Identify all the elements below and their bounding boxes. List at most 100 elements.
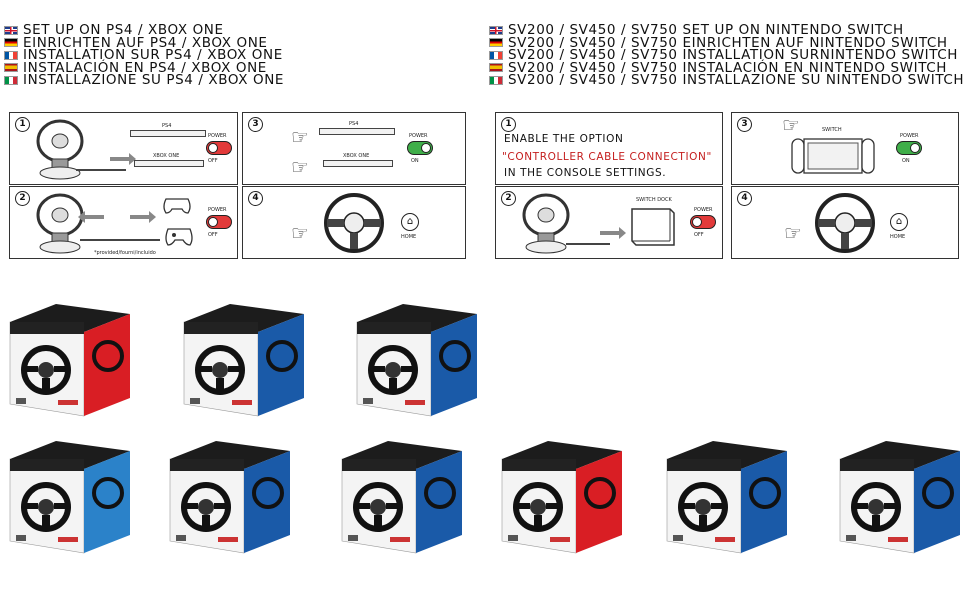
ps-step-4: 4 ☞ ⌂ HOME	[242, 186, 466, 259]
product-box-image	[665, 437, 789, 555]
arrow-left-icon	[78, 211, 104, 223]
xbox-console-icon	[134, 160, 204, 167]
arrow-right-icon	[130, 211, 156, 223]
power-switch-off	[206, 141, 232, 155]
steering-wheel-icon	[324, 193, 384, 253]
switch-knob	[208, 143, 218, 153]
pointing-hand-icon: ☞	[291, 155, 309, 179]
switch-step-1: 1 ENABLE THE OPTION "CONTROLLER CABLE CO…	[495, 112, 723, 185]
step-number: 3	[248, 117, 263, 132]
power-switch-off	[690, 215, 716, 229]
power-state-label: ON	[902, 158, 910, 164]
switch-instruction-line-2: "CONTROLLER CABLE CONNECTION"	[502, 151, 712, 163]
product-box-image	[500, 437, 624, 555]
lang-text: SV200 / SV450 / SV750 INSTALLATION SURNI…	[508, 47, 959, 63]
arrow-right-icon	[600, 227, 626, 239]
power-label: POWER	[208, 207, 227, 213]
power-switch-off	[206, 215, 232, 229]
power-label: POWER	[694, 207, 713, 213]
uk-flag-icon	[4, 25, 18, 35]
product-box-image	[355, 300, 479, 418]
product-box-image	[168, 437, 292, 555]
provided-note: *provided/fourni/incluido	[94, 250, 156, 256]
usb-cable	[76, 169, 126, 171]
lang-text: INSTALLAZIONE SU PS4 / XBOX ONE	[23, 72, 285, 88]
ps4-console-icon	[130, 130, 206, 137]
lang-line-fr: INSTALLATION SUR PS4 / XBOX ONE	[4, 49, 284, 62]
lang-line-en: SET UP ON PS4 / XBOX ONE	[4, 24, 284, 37]
left-language-header: SET UP ON PS4 / XBOX ONE EINRICHTEN AUF …	[4, 24, 284, 87]
spain-flag-icon	[4, 63, 18, 73]
racing-wheel-icon	[522, 193, 570, 254]
power-switch-on	[407, 141, 433, 155]
switch-instruction-line-3: IN THE CONSOLE SETTINGS.	[504, 167, 667, 179]
usb-cable	[80, 239, 160, 241]
lang-text: INSTALLATION SUR PS4 / XBOX ONE	[23, 47, 283, 63]
pointing-hand-icon: ☞	[291, 221, 309, 245]
product-box-image	[8, 300, 132, 418]
lang-text: SET UP ON PS4 / XBOX ONE	[23, 22, 224, 38]
ps4-console-icon	[319, 128, 395, 135]
home-icon: ⌂	[401, 213, 419, 231]
ps4-controller-icon	[163, 198, 191, 214]
switch-knob	[421, 143, 431, 153]
arrow-right-icon	[110, 153, 136, 165]
product-box-image	[340, 437, 464, 555]
step-number: 3	[737, 117, 752, 132]
lang-text: EINRICHTEN AUF PS4 / XBOX ONE	[23, 34, 268, 51]
pointing-hand-icon: ☞	[782, 113, 800, 137]
ps-step-2: 2 *provided/fourni/incluido POWER OFF	[9, 186, 238, 259]
lang-line-fr: SV200 / SV450 / SV750 INSTALLATION SURNI…	[489, 49, 964, 62]
switch-step-2: 2 SWITCH DOCK POWER OFF	[495, 186, 723, 259]
racing-wheel-icon	[36, 119, 84, 180]
switch-knob	[910, 143, 920, 153]
usb-cable	[566, 243, 610, 245]
step-number: 4	[248, 191, 263, 206]
france-flag-icon	[489, 50, 503, 60]
ps4-label: PS4	[349, 121, 359, 127]
switch-dock-label: SWITCH DOCK	[636, 197, 672, 203]
power-label: POWER	[900, 133, 919, 139]
switch-instruction-line-1: ENABLE THE OPTION	[504, 133, 624, 145]
lang-line-es: INSTALACIÓN EN PS4 / XBOX ONE	[4, 59, 284, 76]
power-state-label: ON	[411, 158, 419, 164]
lang-text: SV200 / SV450 / SV750 SET UP ON NINTENDO…	[508, 22, 904, 38]
ps4-label: PS4	[162, 123, 172, 129]
ps-step-3: 3 ☞ ☞ PS4 XBOX ONE POWER ON	[242, 112, 466, 185]
lang-text: INSTALACIÓN EN PS4 / XBOX ONE	[23, 59, 267, 76]
lang-text: SV200 / SV450 / SV750 EINRICHTEN AUF NIN…	[508, 34, 948, 51]
lang-line-it: SV200 / SV450 / SV750 INSTALLAZIONE SU N…	[489, 74, 964, 87]
lang-line-es: SV200 / SV450 / SV750 INSTALACIÓN EN NIN…	[489, 59, 964, 76]
switch-knob	[208, 217, 218, 227]
step-number: 1	[501, 117, 516, 132]
germany-flag-icon	[4, 38, 18, 48]
lang-line-de: EINRICHTEN AUF PS4 / XBOX ONE	[4, 34, 284, 51]
nintendo-switch-console-icon	[791, 138, 875, 174]
lang-line-en: SV200 / SV450 / SV750 SET UP ON NINTENDO…	[489, 24, 964, 37]
power-switch-on	[896, 141, 922, 155]
switch-label: SWITCH	[822, 127, 842, 133]
germany-flag-icon	[489, 38, 503, 48]
steering-wheel-icon	[815, 193, 875, 253]
home-icon: ⌂	[890, 213, 908, 231]
product-box-image	[182, 300, 306, 418]
lang-line-de: SV200 / SV450 / SV750 EINRICHTEN AUF NIN…	[489, 34, 964, 51]
power-state-label: OFF	[208, 232, 218, 238]
pointing-hand-icon: ☞	[784, 221, 802, 245]
switch-knob	[692, 217, 702, 227]
uk-flag-icon	[489, 25, 503, 35]
lang-text: SV200 / SV450 / SV750 INSTALACIÓN EN NIN…	[508, 59, 948, 76]
switch-step-4: 4 ☞ ⌂ HOME	[731, 186, 959, 259]
home-label: HOME	[401, 234, 417, 240]
pointing-hand-icon: ☞	[291, 125, 309, 149]
spain-flag-icon	[489, 63, 503, 73]
product-box-image	[838, 437, 962, 555]
xbox-label: XBOX ONE	[343, 153, 370, 159]
switch-dock-icon	[631, 208, 675, 246]
step-number: 1	[15, 117, 30, 132]
lang-text: SV200 / SV450 / SV750 INSTALLAZIONE SU N…	[508, 72, 965, 88]
italy-flag-icon	[4, 75, 18, 85]
right-language-header: SV200 / SV450 / SV750 SET UP ON NINTENDO…	[489, 24, 964, 87]
power-state-label: OFF	[208, 158, 218, 164]
ps-step-1: 1 PS4 XBOX ONE POWER OFF	[9, 112, 238, 185]
